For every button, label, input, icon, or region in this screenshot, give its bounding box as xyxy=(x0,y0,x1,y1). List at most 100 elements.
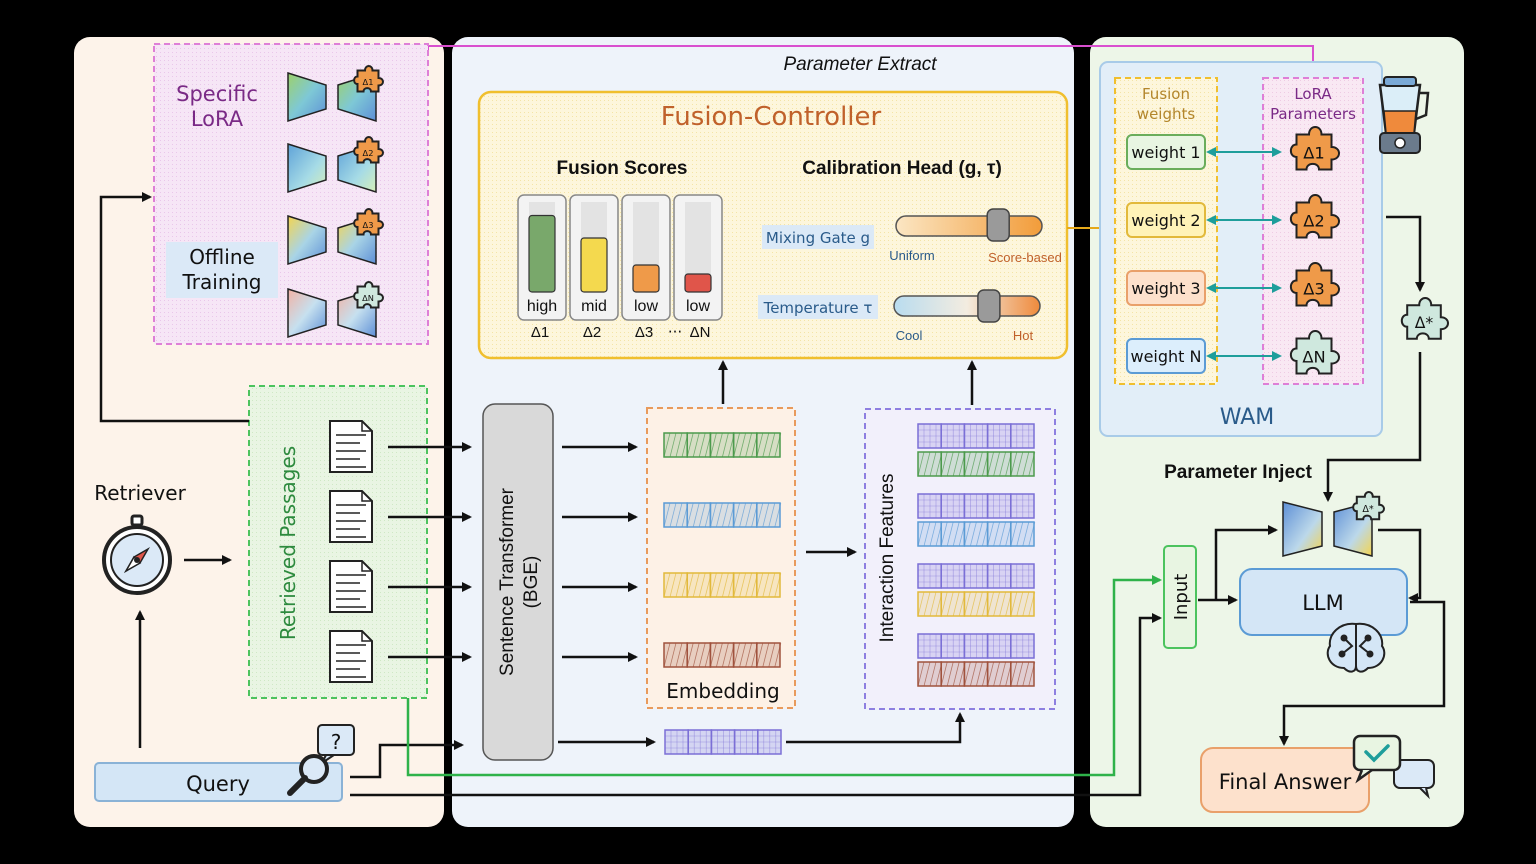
mixing-gate-knob xyxy=(986,208,1010,242)
interaction-vectors xyxy=(917,423,1036,687)
delta-star-label: Δ* xyxy=(1415,314,1434,332)
final-answer-label: Final Answer xyxy=(1219,770,1352,794)
passage-to-transformer-arrows xyxy=(388,442,472,662)
retrieved-passages-label: Retrieved Passages xyxy=(276,446,300,640)
mixing-gate-track xyxy=(895,215,1043,237)
score-bar-label-1: high xyxy=(527,298,557,315)
inject-to-llm-arrow xyxy=(1378,528,1422,603)
passage-doc-2 xyxy=(329,490,373,543)
embedding-vector-2 xyxy=(663,502,782,528)
parameter-inject-label: Parameter Inject xyxy=(1164,462,1313,483)
score-bar-delta-1: Δ1 xyxy=(531,324,549,341)
mixing-gate-label-bg xyxy=(762,225,874,249)
offline-training-line1: Offline xyxy=(189,245,255,269)
query-embedding-vector xyxy=(664,729,782,755)
lora-param-puzzle-4-label: ΔN xyxy=(1302,347,1325,366)
inject-delta-star-icon: Δ* xyxy=(1352,491,1385,521)
query-to-input-arrow xyxy=(350,613,1162,797)
interaction-passage-vector-1 xyxy=(917,451,1036,477)
interaction-query-vector-1 xyxy=(917,423,1035,449)
sentence-transformer-line1: Sentence Transformer xyxy=(497,487,518,676)
calibration-head-title: Calibration Head (g, τ) xyxy=(802,158,1002,179)
inject-delta-star-label: Δ* xyxy=(1362,504,1374,515)
lora-param-puzzle-4: ΔN xyxy=(1289,330,1340,375)
weight-label-3: weight 3 xyxy=(1131,279,1200,298)
query-box xyxy=(94,762,343,802)
llm-label: LLM xyxy=(1302,591,1344,615)
lora-param-puzzle-1: Δ1 xyxy=(1289,126,1340,171)
embedding-label: Embedding xyxy=(666,679,779,703)
interaction-features-box xyxy=(864,408,1056,710)
inject-delta-star: Δ* xyxy=(1352,491,1385,521)
score-bar-fill-2 xyxy=(580,237,608,293)
lora-param-puzzle-1-label: Δ1 xyxy=(1303,143,1324,162)
weight-label-4: weight N xyxy=(1131,347,1202,366)
lora-puzzle-3: Δ3 xyxy=(353,208,384,236)
weight-label-1: weight 1 xyxy=(1131,143,1200,162)
query-embedding-to-interaction-arrow xyxy=(786,712,965,744)
fusion-scores-title: Fusion Scores xyxy=(557,158,688,179)
embedding-vector-4 xyxy=(663,642,782,668)
embedding-vector-3 xyxy=(663,572,782,598)
input-label: Input xyxy=(1171,574,1192,621)
temperature-knob xyxy=(977,289,1001,323)
score-bar-label-2: mid xyxy=(581,298,607,315)
query-label: Query xyxy=(186,772,250,796)
temperature-label-bg xyxy=(758,295,878,319)
parameter-extract-label: Parameter Extract xyxy=(783,54,937,75)
score-bar-delta-4: ΔN xyxy=(690,324,711,341)
cool-label: Cool xyxy=(896,328,923,343)
weight-row-4: weight N ΔN xyxy=(1126,330,1340,375)
lora-encoder-1 xyxy=(287,71,327,123)
weight-label-2: weight 2 xyxy=(1131,211,1200,230)
passage-doc-1 xyxy=(329,420,373,473)
fusion-controller-title: Fusion-Controller xyxy=(661,102,882,132)
interaction-query-vector-2 xyxy=(917,493,1035,519)
lora-puzzle-4: ΔN xyxy=(353,281,384,309)
inject-lora-left xyxy=(1282,501,1323,557)
sentence-transformer-box xyxy=(482,403,554,761)
lora-puzzle-3-label: Δ3 xyxy=(363,220,374,230)
lora-param-puzzle-2: Δ2 xyxy=(1289,194,1340,239)
lora-encoder-2 xyxy=(287,142,327,194)
lora-puzzle-1-label: Δ1 xyxy=(363,77,374,87)
chat-check-icon xyxy=(1352,734,1435,800)
llm-box xyxy=(1239,568,1408,636)
retriever-label: Retriever xyxy=(94,481,186,505)
interaction-passage-vector-3 xyxy=(917,591,1036,617)
query-embedding-cells xyxy=(664,729,782,755)
llm-to-answer-arrow xyxy=(1279,600,1446,746)
query-to-transformer-arrow xyxy=(350,740,464,779)
compass-icon xyxy=(102,514,172,595)
lora-param-puzzle-3-label: Δ3 xyxy=(1303,279,1324,298)
score-bar-fill-1 xyxy=(528,214,556,293)
weight-row-1: weight 1 Δ1 xyxy=(1126,126,1340,171)
interaction-query-vector-4 xyxy=(917,633,1035,659)
lora-param-puzzle-3: Δ3 xyxy=(1289,262,1340,307)
score-bar-fill-3 xyxy=(632,264,660,293)
score-bar-label-4: low xyxy=(686,298,710,315)
lora-parameters-line2: Parameters xyxy=(1270,105,1356,123)
wam-label: WAM xyxy=(1220,405,1275,430)
lora-encoder-3 xyxy=(287,214,327,266)
embedding-vectors xyxy=(663,432,782,668)
interaction-query-vector-3 xyxy=(917,563,1035,589)
lora-puzzle-4-label: ΔN xyxy=(362,293,374,303)
question-mark: ? xyxy=(331,730,342,754)
offline-training-box xyxy=(166,242,278,298)
passage-doc-4 xyxy=(329,630,373,683)
weight-row-3: weight 3 Δ3 xyxy=(1126,262,1340,307)
interaction-passage-vector-4 xyxy=(917,661,1036,687)
transformer-to-embedding-arrows xyxy=(558,442,656,747)
delta-star: Δ* xyxy=(1400,297,1449,340)
weight-box-1 xyxy=(1126,134,1206,170)
score-bar-delta-3: Δ3 xyxy=(635,324,653,341)
hot-label: Hot xyxy=(1013,328,1034,343)
input-to-inject-arrow xyxy=(1214,525,1278,600)
